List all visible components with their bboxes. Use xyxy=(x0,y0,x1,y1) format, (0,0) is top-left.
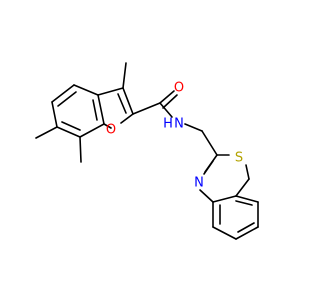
molecule-canvas: O O N H N S xyxy=(35,62,259,240)
bond-double-inner xyxy=(92,99,98,121)
bond xyxy=(79,123,105,138)
amide-hydrogen-label: H xyxy=(163,117,173,132)
carbonyl-oxygen-label: O xyxy=(174,81,184,96)
thiazole-sulfur-label: S xyxy=(235,151,243,166)
carbonyl-double-bond-a xyxy=(159,90,175,104)
bond xyxy=(235,226,259,240)
methyl-bond-7 xyxy=(79,136,82,163)
bond xyxy=(199,189,214,203)
furan-ring xyxy=(97,87,134,129)
carbonyl-double-bond-b xyxy=(162,94,178,109)
bond xyxy=(97,87,124,96)
bond xyxy=(51,101,58,128)
ch2-thiazole-bond xyxy=(201,130,218,156)
bond xyxy=(97,94,105,125)
amide-nitrogen-label: N xyxy=(174,117,184,132)
n-ch2-bond xyxy=(184,123,203,132)
bond xyxy=(56,126,81,138)
bond xyxy=(212,226,237,240)
methyl-bond-3 xyxy=(122,62,127,89)
bond xyxy=(120,113,134,124)
furan-oxygen-label: O xyxy=(106,123,116,138)
bond xyxy=(235,178,250,197)
bond xyxy=(245,164,250,180)
bond-double-inner xyxy=(235,200,253,206)
bond-double-inner xyxy=(117,93,127,114)
bond xyxy=(212,195,237,203)
carbonyl-carbon-bond xyxy=(132,102,161,115)
bond-double-inner xyxy=(203,160,214,175)
bond-double-inner xyxy=(57,91,77,107)
bond xyxy=(51,84,75,103)
bond xyxy=(103,123,112,129)
bond xyxy=(235,195,259,203)
benzothiazole-ring xyxy=(199,154,259,240)
bond xyxy=(73,84,99,96)
methyl-bond-6 xyxy=(35,126,58,139)
bond-double-inner xyxy=(61,121,81,131)
amide-n-bond xyxy=(159,102,173,118)
structure-svg: O O N H N S xyxy=(35,62,259,240)
thiazole-nitrogen-label: N xyxy=(194,176,204,191)
benzofuran-benzene-ring xyxy=(51,84,105,138)
bond xyxy=(122,87,134,115)
bond-double-inner xyxy=(237,222,255,233)
